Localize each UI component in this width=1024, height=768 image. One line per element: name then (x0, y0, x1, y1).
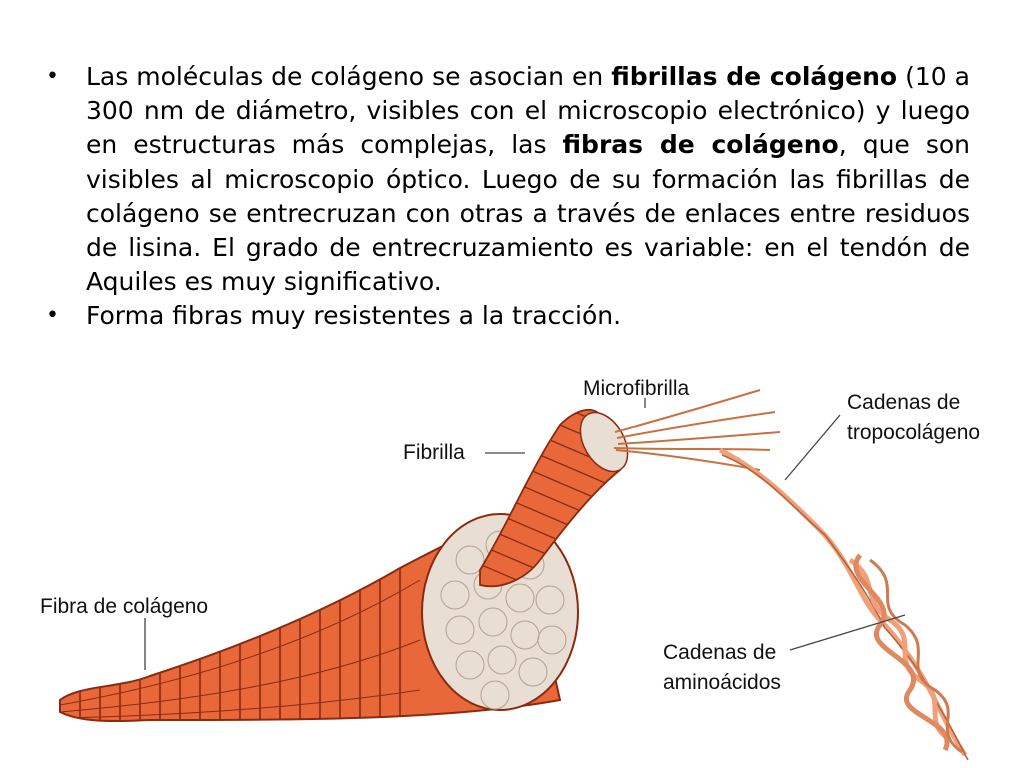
leader-tropocolageno (784, 414, 841, 481)
label-cadenas-tropocolageno-2: tropocolágeno (847, 421, 981, 444)
bold-term-fibrillas: fibrillas de colágeno (611, 62, 898, 91)
label-fibrilla: Fibrilla (403, 441, 465, 464)
microfibril-strands (613, 389, 781, 471)
bullet-item-1: • Las moléculas de colágeno se asocian e… (40, 60, 970, 299)
bullet-dot: • (46, 303, 59, 329)
leader-lines (144, 398, 906, 670)
bold-term-fibras: fibras de colágeno (562, 130, 839, 160)
label-microfibrilla: Microfibrilla (583, 377, 690, 400)
tropocollagen-chain (718, 447, 969, 761)
bullet-dot: • (46, 64, 59, 89)
collagen-fiber-body (59, 513, 579, 723)
fibril (479, 408, 629, 588)
leader-aminoacidos (789, 614, 906, 651)
label-cadenas-aminoacidos-1: Cadenas de (663, 641, 777, 664)
text-segment: , que son visibles al microscopio óptico… (86, 130, 970, 297)
text-segment: (10 a 300 nm de diámetro, visibles con e… (86, 62, 971, 160)
bullet-paragraph-1: Las moléculas de colágeno se asocian en … (86, 60, 970, 299)
label-fibra-de-colageno: Fibra de colágeno (40, 595, 209, 618)
text-segment: Las moléculas de colágeno se asocian en (86, 62, 612, 91)
label-cadenas-aminoacidos-2: aminoácidos (663, 671, 781, 694)
bullet-item-2: • Forma fibras muy resistentes a la trac… (40, 299, 970, 333)
label-cadenas-tropocolageno-1: Cadenas de (847, 391, 961, 414)
fiber-cross-section (421, 513, 579, 711)
fibril-cross-section (579, 411, 629, 473)
bullet-list: • Las moléculas de colágeno se asocian e… (40, 60, 970, 334)
collagen-diagram (59, 389, 969, 761)
cross-section-bundles (440, 530, 567, 710)
bullet-paragraph-2: Forma fibras muy resistentes a la tracci… (86, 301, 622, 331)
